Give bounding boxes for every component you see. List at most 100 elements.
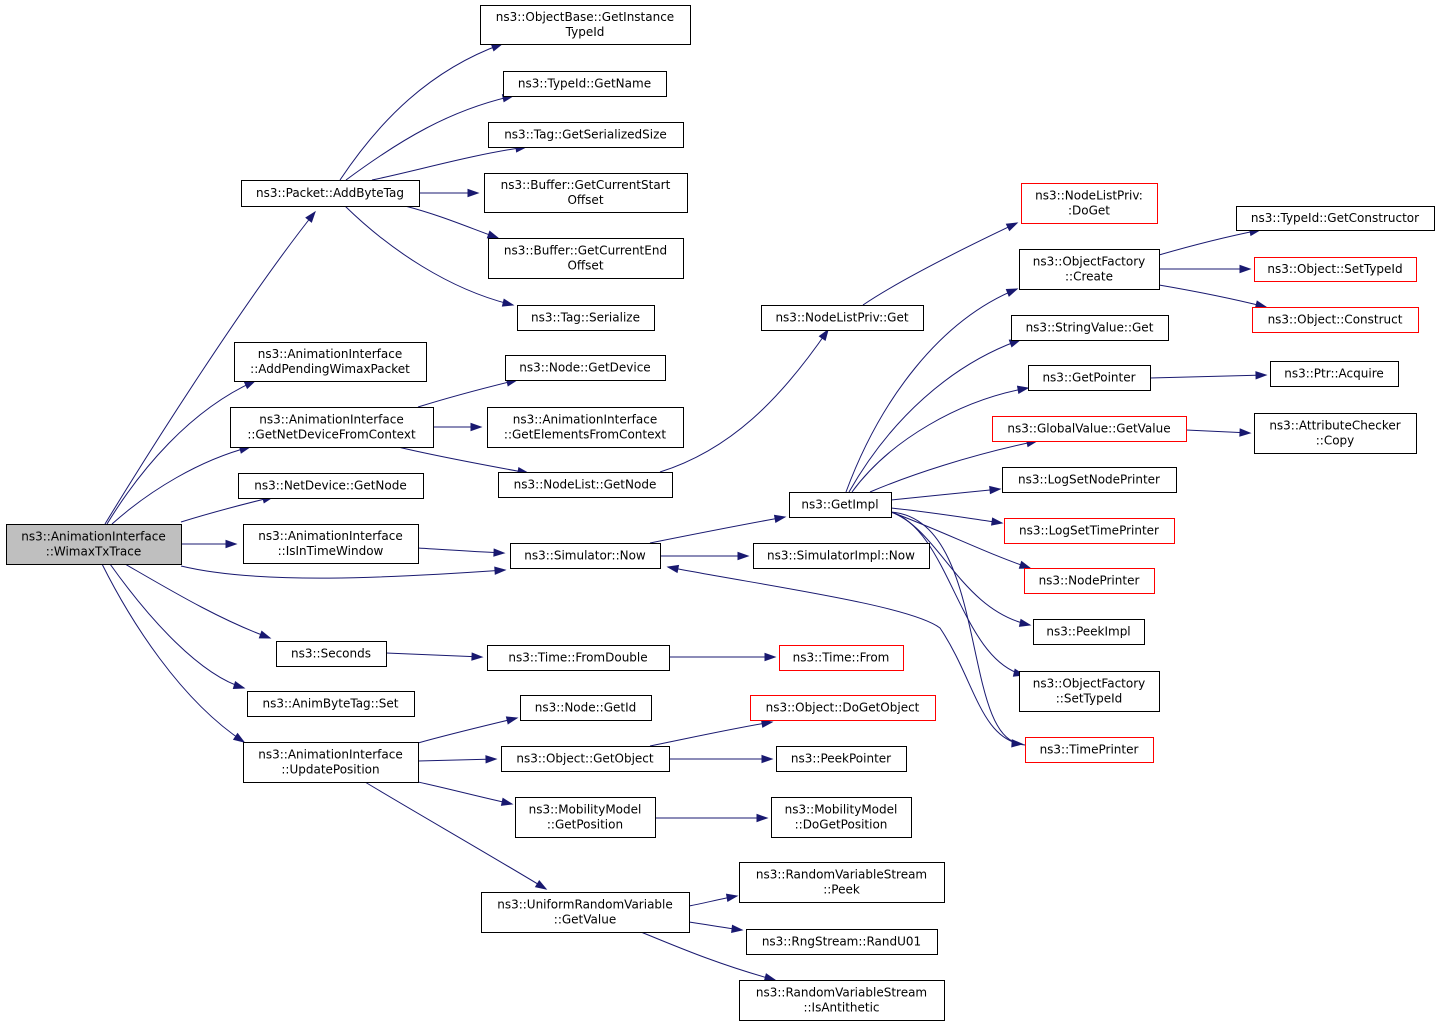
node-label: ns3::SimulatorImpl::Now — [767, 549, 915, 563]
node-globalvalue-getvalue[interactable]: ns3::GlobalValue::GetValue — [992, 416, 1187, 442]
node-label: ns3::Buffer::GetCurrentStart — [501, 178, 671, 192]
node-simulator-now[interactable]: ns3::Simulator::Now — [510, 543, 661, 569]
node-object-construct[interactable]: ns3::Object::Construct — [1252, 307, 1419, 333]
node-ptr-acquire[interactable]: ns3::Ptr::Acquire — [1270, 361, 1399, 387]
node-uniformrandom-getvalue[interactable]: ns3::UniformRandomVariable::GetValue — [481, 892, 690, 933]
node-node-getdevice[interactable]: ns3::Node::GetDevice — [505, 355, 666, 381]
node-logsettimeprinter[interactable]: ns3::LogSetTimePrinter — [1004, 518, 1175, 544]
node-mobilitymodel-dogetposition[interactable]: ns3::MobilityModel::DoGetPosition — [771, 797, 912, 838]
node-object-getobject[interactable]: ns3::Object::GetObject — [501, 746, 670, 772]
node-logsetnodeprinter[interactable]: ns3::LogSetNodePrinter — [1002, 467, 1177, 493]
node-timeprinter[interactable]: ns3::TimePrinter — [1025, 737, 1154, 763]
edge-globalvalue_getvalue-to-attributechecker_copy — [1185, 428, 1252, 437]
node-label: ns3::AnimationInterface — [21, 530, 165, 544]
node-box — [480, 5, 691, 45]
arrowhead — [763, 973, 777, 982]
node-time-fromdouble[interactable]: ns3::Time::FromDouble — [487, 645, 670, 671]
edge-root-to-addpendingwimax — [106, 380, 257, 525]
node-rngstream-randu01[interactable]: ns3::RngStream::RandU01 — [746, 929, 938, 955]
node-typeid-getname[interactable]: ns3::TypeId::GetName — [503, 71, 667, 97]
edge-getimpl-to-logsetnodeprinter — [890, 485, 1002, 501]
node-getelementsfromcontext[interactable]: ns3::AnimationInterface::GetElementsFrom… — [487, 407, 684, 448]
node-animbytetag-set[interactable]: ns3::AnimByteTag::Set — [247, 691, 415, 717]
node-box — [276, 641, 387, 667]
node-nodelistpriv-doget[interactable]: ns3::NodeListPriv::DoGet — [1021, 183, 1158, 224]
arrowhead — [1018, 560, 1032, 569]
edge-simulator_now-to-simulatorimpl_now — [660, 551, 750, 561]
arrowhead — [761, 754, 774, 764]
node-getpointer[interactable]: ns3::GetPointer — [1028, 365, 1151, 391]
node-stringvalue-get[interactable]: ns3::StringValue::Get — [1011, 315, 1169, 341]
node-label: ns3::Tag::GetSerializedSize — [504, 128, 667, 142]
node-addpendingwimax[interactable]: ns3::AnimationInterface::AddPendingWimax… — [234, 342, 427, 382]
node-isintimewindow[interactable]: ns3::AnimationInterface::IsInTimeWindow — [243, 524, 419, 564]
node-objectfactory-settypeid[interactable]: ns3::ObjectFactory::SetTypeId — [1019, 671, 1160, 712]
node-mobilitymodel-getposition[interactable]: ns3::MobilityModel::GetPosition — [515, 797, 656, 838]
arrowhead — [470, 422, 483, 432]
node-nodelistpriv-get[interactable]: ns3::NodeListPriv::Get — [761, 305, 924, 331]
arrowhead — [725, 893, 739, 902]
node-label: ns3::ObjectFactory — [1033, 255, 1146, 269]
edge-nodelistpriv_get-to-nodelistpriv_doget — [862, 222, 1019, 306]
node-label: ns3::TimePrinter — [1040, 743, 1139, 757]
node-box — [1011, 315, 1169, 341]
node-label: ns3::AnimationInterface — [259, 413, 403, 427]
node-label: ns3::NodeListPriv: — [1035, 189, 1143, 203]
node-label: ::UpdatePosition — [281, 763, 379, 777]
node-label: ns3::Buffer::GetCurrentEnd — [504, 244, 667, 258]
arrowhead — [818, 328, 829, 342]
arrowhead — [486, 230, 500, 239]
node-peekpointer[interactable]: ns3::PeekPointer — [776, 746, 907, 772]
node-netdevice-getnode[interactable]: ns3::NetDevice::GetNode — [238, 473, 424, 499]
node-rvs-isantithetic[interactable]: ns3::RandomVariableStream::IsAntithetic — [739, 980, 945, 1021]
node-peekimpl[interactable]: ns3::PeekImpl — [1033, 619, 1145, 645]
node-box — [1028, 365, 1151, 391]
node-node-getid[interactable]: ns3::Node::GetId — [520, 695, 652, 721]
node-nodelist-getnode[interactable]: ns3::NodeList::GetNode — [498, 472, 673, 498]
node-root: ns3::AnimationInterface::WimaxTxTrace — [6, 524, 182, 565]
edge-time_fromdouble-to-time_from — [669, 652, 777, 662]
node-label: ns3::AnimationInterface — [258, 748, 402, 762]
edge-simulator_now-to-getimpl — [649, 514, 787, 544]
node-label: ns3::UniformRandomVariable — [497, 898, 673, 912]
node-label: ::GetElementsFromContext — [504, 428, 666, 442]
node-box — [1270, 361, 1399, 387]
node-label: ns3::Node::GetDevice — [519, 361, 650, 375]
node-label: ns3::Ptr::Acquire — [1284, 367, 1384, 381]
node-object-settypeid[interactable]: ns3::Object::SetTypeId — [1254, 257, 1417, 282]
node-box — [753, 543, 930, 569]
arrowhead — [243, 380, 257, 390]
node-getimpl[interactable]: ns3::GetImpl — [789, 492, 892, 518]
node-updateposition[interactable]: ns3::AnimationInterface::UpdatePosition — [243, 742, 419, 783]
edge-updateposition-to-mobilitymodel_getposition — [417, 781, 514, 806]
node-box — [234, 342, 427, 382]
node-rvs-peek[interactable]: ns3::RandomVariableStream::Peek — [739, 862, 945, 903]
node-simulatorimpl-now[interactable]: ns3::SimulatorImpl::Now — [753, 543, 930, 569]
node-tag-getserializedsize[interactable]: ns3::Tag::GetSerializedSize — [488, 122, 684, 148]
node-time-from[interactable]: ns3::Time::From — [779, 645, 904, 671]
node-objectfactory-create[interactable]: ns3::ObjectFactory::Create — [1019, 249, 1160, 290]
node-addbytetag[interactable]: ns3::Packet::AddByteTag — [241, 180, 420, 207]
edge-updateposition-to-object_getobject — [417, 755, 498, 764]
node-typeid-getconstructor[interactable]: ns3::TypeId::GetConstructor — [1236, 206, 1435, 231]
node-label: TypeId — [565, 25, 605, 39]
node-box — [517, 305, 655, 331]
node-tag-serialize[interactable]: ns3::Tag::Serialize — [517, 305, 655, 331]
node-label: Offset — [567, 259, 603, 273]
edge-timeprinter-to-simulator_now — [666, 564, 1026, 746]
node-label: ns3::AttributeChecker — [1269, 419, 1400, 433]
edge-uniformrandom_getvalue-to-rngstream_randu01 — [688, 921, 744, 933]
node-object-dogetobject[interactable]: ns3::Object::DoGetObject — [750, 695, 936, 721]
arrowhead — [1016, 385, 1030, 394]
node-nodeprinter[interactable]: ns3::NodePrinter — [1024, 568, 1155, 594]
node-label: ns3::AnimationInterface — [258, 529, 402, 543]
node-seconds[interactable]: ns3::Seconds — [276, 641, 387, 667]
node-attributechecker-copy[interactable]: ns3::AttributeChecker::Copy — [1254, 413, 1417, 454]
node-label: ns3::LogSetTimePrinter — [1019, 524, 1159, 538]
arrowhead — [989, 485, 1002, 495]
node-box — [230, 407, 434, 448]
node-getnetdevicefromcontext[interactable]: ns3::AnimationInterface::GetNetDeviceFro… — [230, 407, 434, 448]
